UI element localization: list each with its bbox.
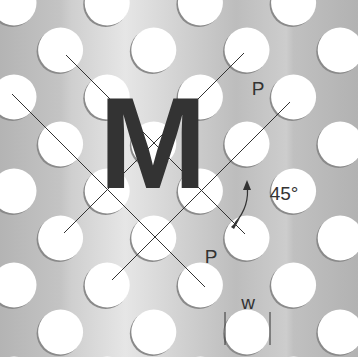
hole xyxy=(178,263,223,308)
hole xyxy=(131,28,176,73)
hole xyxy=(131,310,176,355)
hole xyxy=(0,0,37,26)
hole xyxy=(271,75,316,120)
hole xyxy=(0,169,37,214)
pitch-label: P xyxy=(252,79,265,98)
hole xyxy=(0,263,37,308)
angle-label: 45° xyxy=(270,184,299,203)
hole xyxy=(271,263,316,308)
pitch-lines xyxy=(12,53,290,287)
hole xyxy=(85,0,130,26)
angle-arc xyxy=(231,180,251,229)
hole xyxy=(38,122,83,167)
hole xyxy=(225,310,270,355)
hole xyxy=(225,216,270,261)
hole xyxy=(271,0,316,26)
hole xyxy=(318,122,358,167)
hole xyxy=(318,28,358,73)
hole xyxy=(38,216,83,261)
hole xyxy=(318,216,358,261)
width-label: w xyxy=(241,293,255,312)
hole xyxy=(318,310,358,355)
letter-marker: M xyxy=(99,78,207,208)
width-dimension xyxy=(225,312,270,345)
pitch-label: P xyxy=(205,247,218,266)
hole xyxy=(38,310,83,355)
hole xyxy=(225,122,270,167)
hole xyxy=(178,0,223,26)
